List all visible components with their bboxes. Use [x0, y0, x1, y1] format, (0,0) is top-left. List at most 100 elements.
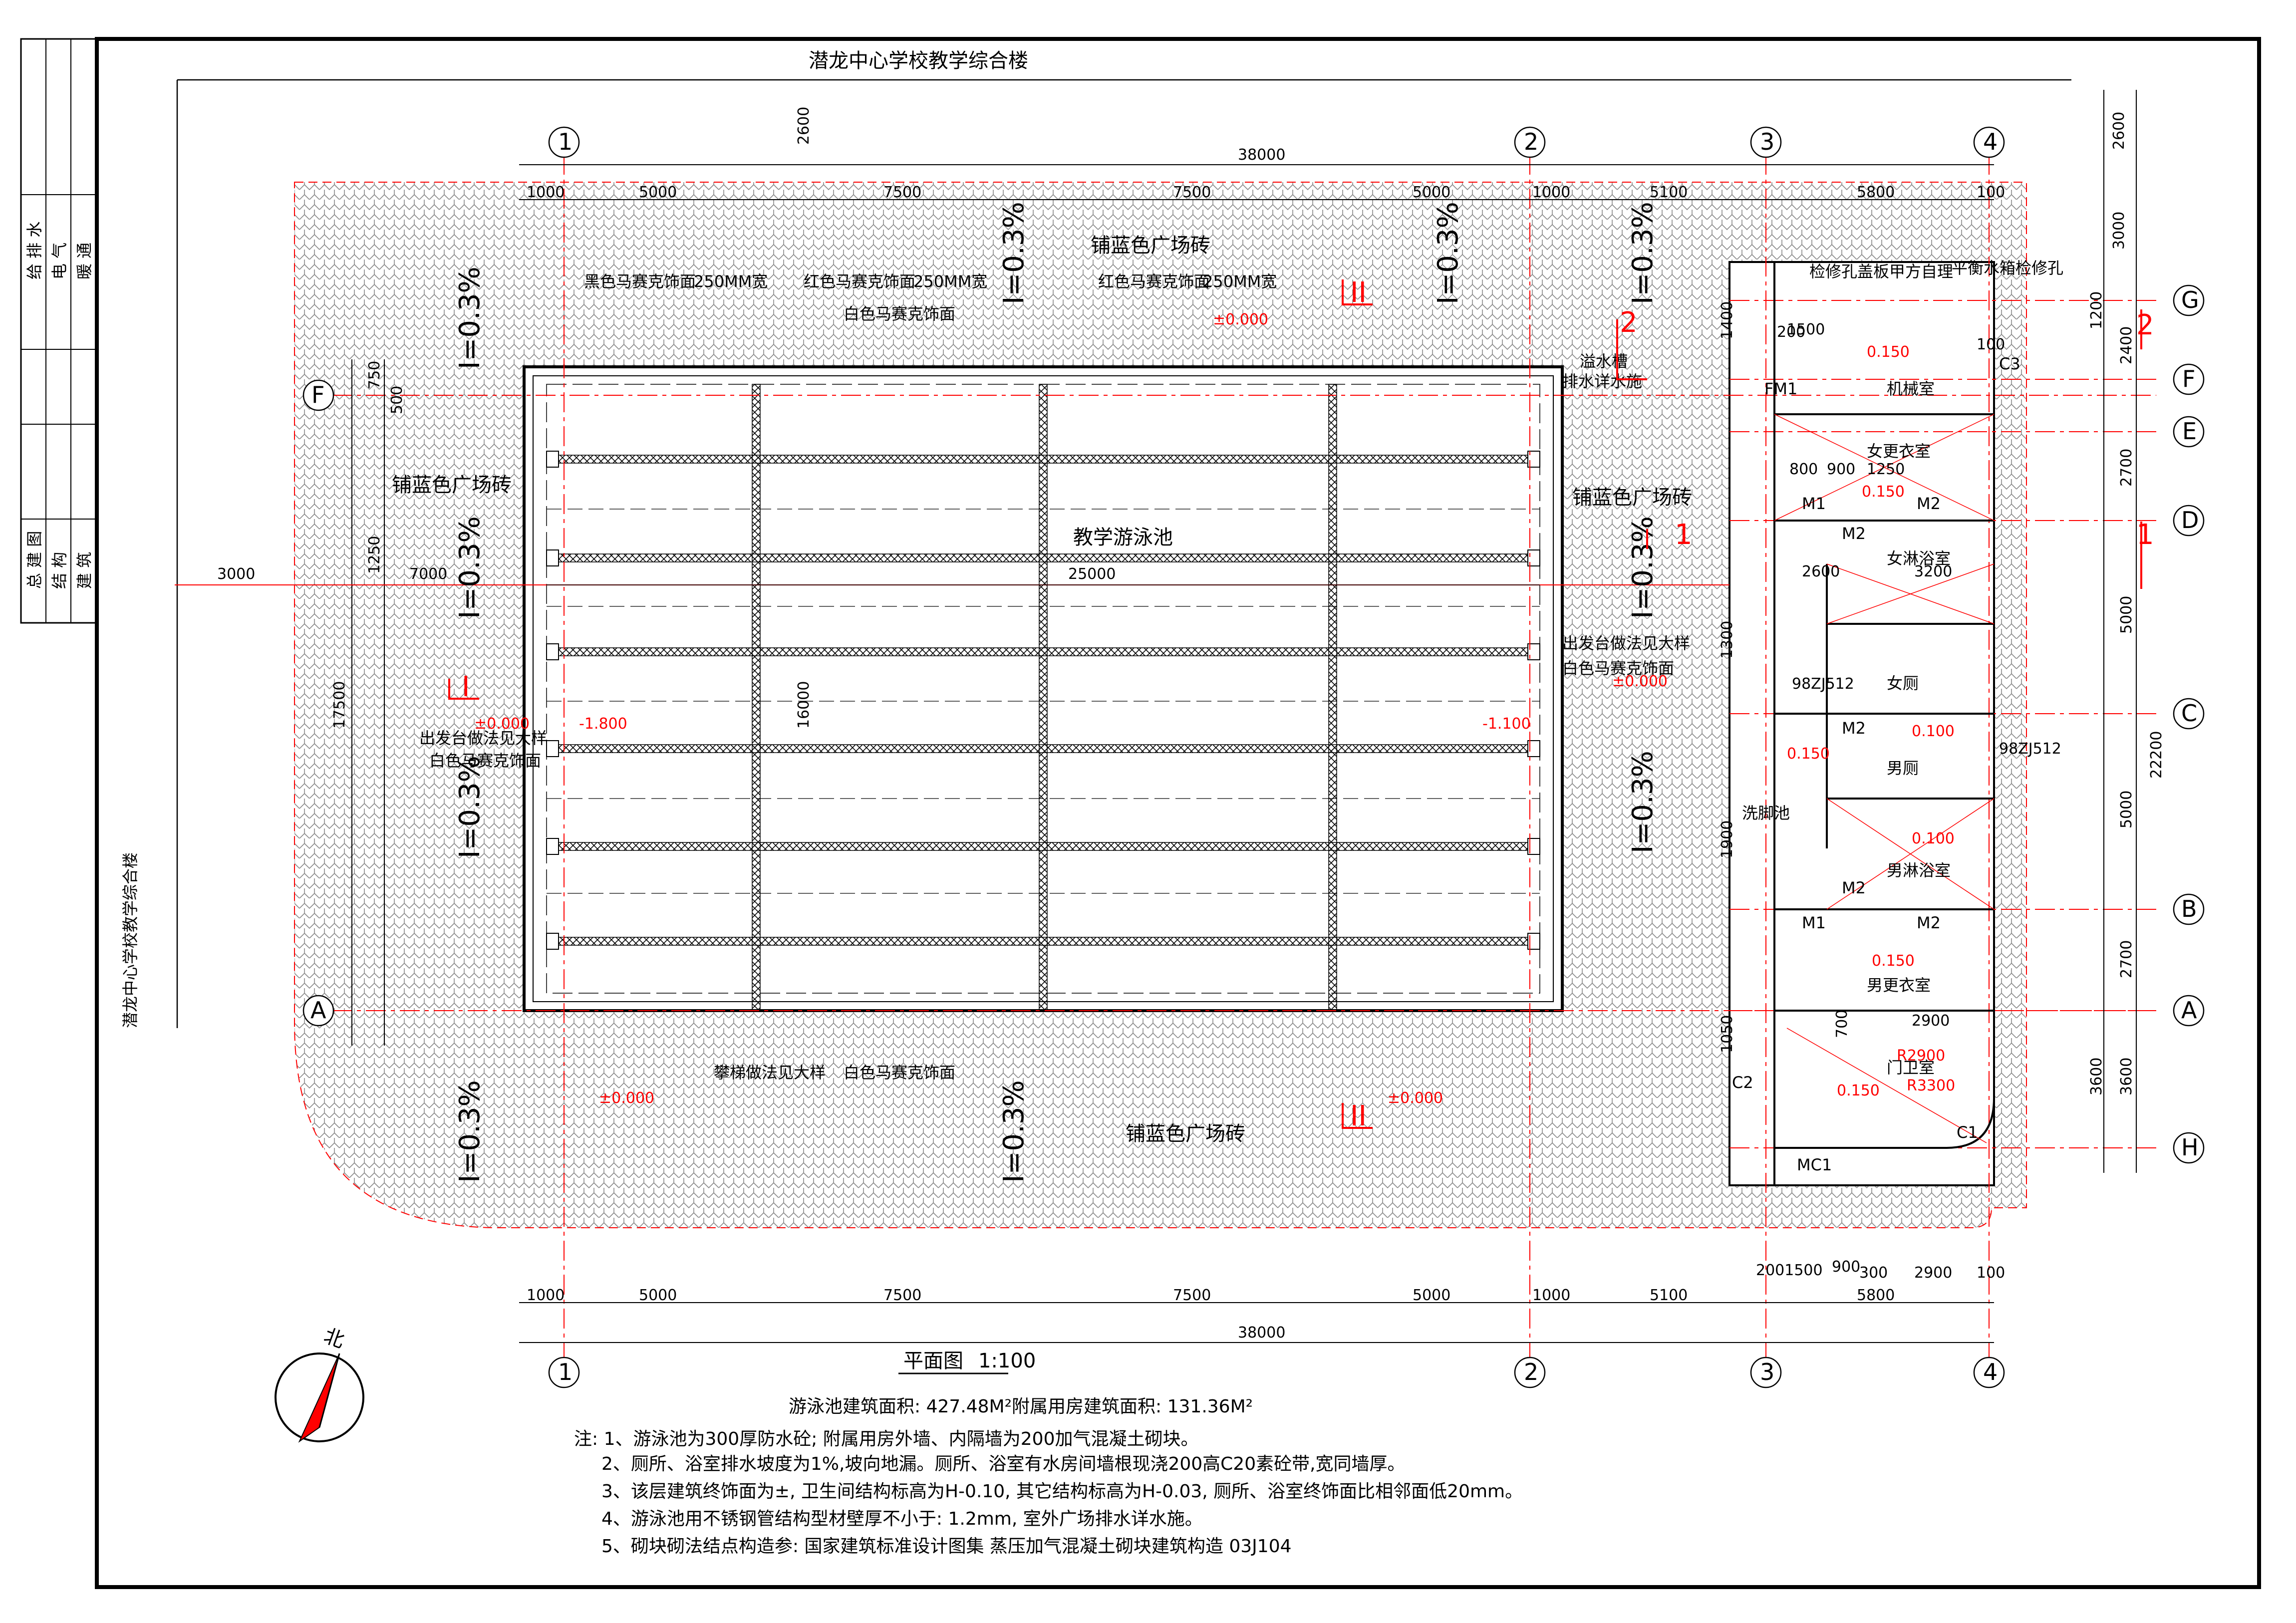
label-overflow: 溢水槽: [1580, 352, 1628, 371]
dim-left-3000: 3000: [217, 565, 255, 583]
dim-right-5000a: 5000: [2118, 596, 2135, 634]
note-5: 5、砌块砌法结点构造参: 国家建筑标准设计图集 蒸压加气混凝土砌块建筑构造 03…: [601, 1536, 1292, 1557]
door-mc1: MC1: [1797, 1155, 1832, 1174]
door-m2b: M2: [1842, 524, 1866, 543]
notes-block: 注: 1、游泳池为300厚防水砼; 附属用房外墙、内隔墙为200加气混凝土砌块。…: [574, 1429, 1523, 1557]
dim-bottom-300: 300: [1859, 1264, 1888, 1282]
window-c1: C1: [1957, 1123, 1978, 1142]
dim-bottom-7500a: 7500: [883, 1287, 921, 1304]
room-guard: 门卫室: [1887, 1058, 1935, 1077]
room-men-wc: 男厕: [1887, 759, 1919, 778]
axis-2-bottom: 2: [1524, 1358, 1538, 1385]
dim-right-2700b: 2700: [2118, 940, 2135, 978]
slope-5: I=0.3%: [1432, 202, 1464, 304]
note-2: 2、厕所、浴室排水坡度为1%,坡向地漏。厕所、浴室有水房间墙根现浇200高C20…: [601, 1454, 1406, 1474]
top-dimensions: [519, 164, 1994, 200]
room-elev-6: 0.150: [1872, 952, 1915, 970]
annex-dim-700: 700: [1833, 1010, 1851, 1038]
label-red-mosaic1: 红色马赛克饰面: [804, 272, 915, 291]
axis-a-left: A: [310, 997, 326, 1024]
plan-title: 平面图: [903, 1350, 963, 1372]
bottom-dimensions: [519, 1302, 1994, 1343]
section-2-top: 2: [1620, 306, 1638, 339]
section-ii-bottom: II: [1350, 1100, 1367, 1132]
axis-1-top: 1: [558, 128, 573, 155]
starting-block: [546, 933, 559, 950]
annex-dim-1500: 1500: [1787, 321, 1825, 338]
area-summary: 游泳池建筑面积: 427.48M²附属用房建筑面积: 131.36M²: [789, 1396, 1253, 1417]
dim-bottom-7500b: 7500: [1173, 1287, 1211, 1304]
dim-bottom-100: 100: [1977, 1264, 2005, 1282]
label-blue-tile-right: 铺蓝色广场砖: [1572, 486, 1692, 509]
plan-scale: 1:100: [978, 1350, 1036, 1372]
axis-4-top: 4: [1983, 128, 1998, 155]
axis-bubbles: [302, 126, 2205, 1388]
axis-h: H: [2181, 1134, 2199, 1161]
room-elev-5: 0.100: [1912, 830, 1955, 847]
axis-a: A: [2181, 997, 2197, 1024]
elev-3: ±0.000: [474, 715, 530, 733]
dim-bottom-900: 900: [1832, 1258, 1860, 1276]
annex-dim-2900: 2900: [1912, 1012, 1950, 1030]
annex-diagonals: [1774, 414, 1995, 1143]
dim-top-7500b: 7500: [1173, 184, 1211, 201]
label-platform-right: 出发台做法见大样: [1562, 634, 1690, 653]
axis-f-left: F: [311, 381, 324, 408]
dim-right-5000b: 5000: [2118, 791, 2135, 828]
dim-right-3600b: 3600: [2088, 1058, 2105, 1095]
room-women-wc: 女厕: [1887, 674, 1919, 693]
dim-bottom-5000a: 5000: [639, 1287, 677, 1304]
axis-b: B: [2181, 895, 2197, 922]
annex-dim-900: 900: [1827, 461, 1855, 478]
starting-block: [546, 451, 559, 468]
pool-name: 教学游泳池: [1073, 526, 1173, 549]
door-m2d: M2: [1842, 878, 1866, 897]
annex-dim-1250: 1250: [1867, 461, 1905, 478]
door-m1b: M1: [1802, 913, 1826, 932]
tb-row3: 暖 通: [75, 243, 94, 279]
axis-c: C: [2181, 700, 2197, 727]
cross-band: [1039, 384, 1048, 1011]
dim-bottom-2001500: 2001500: [1756, 1262, 1823, 1279]
label-blue-tile-left: 铺蓝色广场砖: [392, 474, 512, 497]
dim-top-5000b: 5000: [1413, 184, 1450, 201]
dim-bottom-total: 38000: [1238, 1324, 1285, 1342]
axis-1-bottom: 1: [558, 1358, 573, 1385]
annex-dim-800: 800: [1789, 461, 1818, 478]
annex-dim-3200: 3200: [1914, 563, 1952, 580]
label-w250c: 250MM宽: [1203, 272, 1277, 291]
elev-5: -1.100: [1482, 715, 1531, 733]
dim-right-3000: 3000: [2110, 212, 2128, 250]
note-4: 4、游泳池用不锈钢管结构型材壁厚不小于: 1.2mm, 室外广场排水详水施。: [601, 1509, 1203, 1529]
label-white-mosaic-top: 白色马赛克饰面: [844, 304, 955, 323]
sheet-frame: [95, 37, 2261, 1589]
annex-ref-2: 98ZJ512: [1999, 740, 2061, 758]
dim-top-1000b: 1000: [1532, 184, 1570, 201]
axis-d: D: [2181, 507, 2199, 534]
dim-top-1000a: 1000: [527, 184, 565, 201]
room-elev-1: 0.150: [1867, 343, 1910, 361]
slope-4: I=0.3%: [998, 202, 1030, 304]
label-black-mosaic: 黑色马赛克饰面: [584, 272, 696, 291]
dim-left-500: 500: [388, 386, 406, 414]
window-c2: C2: [1732, 1073, 1753, 1092]
tb-row2: 电 气: [50, 243, 69, 279]
tb-row4: 总 建 图: [25, 531, 44, 589]
tb-row5: 结 构: [50, 552, 69, 589]
annex-dim-r2900: R2900: [1897, 1047, 1945, 1065]
room-elev-3: 0.100: [1912, 723, 1955, 740]
dim-bottom-5000b: 5000: [1413, 1287, 1450, 1304]
elev-1: ±0.000: [1213, 311, 1268, 328]
pool-width-dim: 25000: [1068, 565, 1116, 583]
label-overflow2: 排水详水施: [1562, 372, 1642, 391]
label-w250a: 250MM宽: [694, 272, 768, 291]
room-elev-2: 0.150: [1862, 483, 1905, 501]
dim-right-2700a: 2700: [2118, 449, 2135, 487]
starting-block: [546, 549, 559, 566]
axis-g: G: [2181, 286, 2199, 313]
left-dimensions: [351, 359, 385, 1046]
section-1-annex: 1: [1675, 519, 1693, 551]
cross-band: [1328, 384, 1337, 1011]
annex-dim-1300: 1300: [1719, 621, 1736, 659]
dim-top-5100: 5100: [1650, 184, 1688, 201]
